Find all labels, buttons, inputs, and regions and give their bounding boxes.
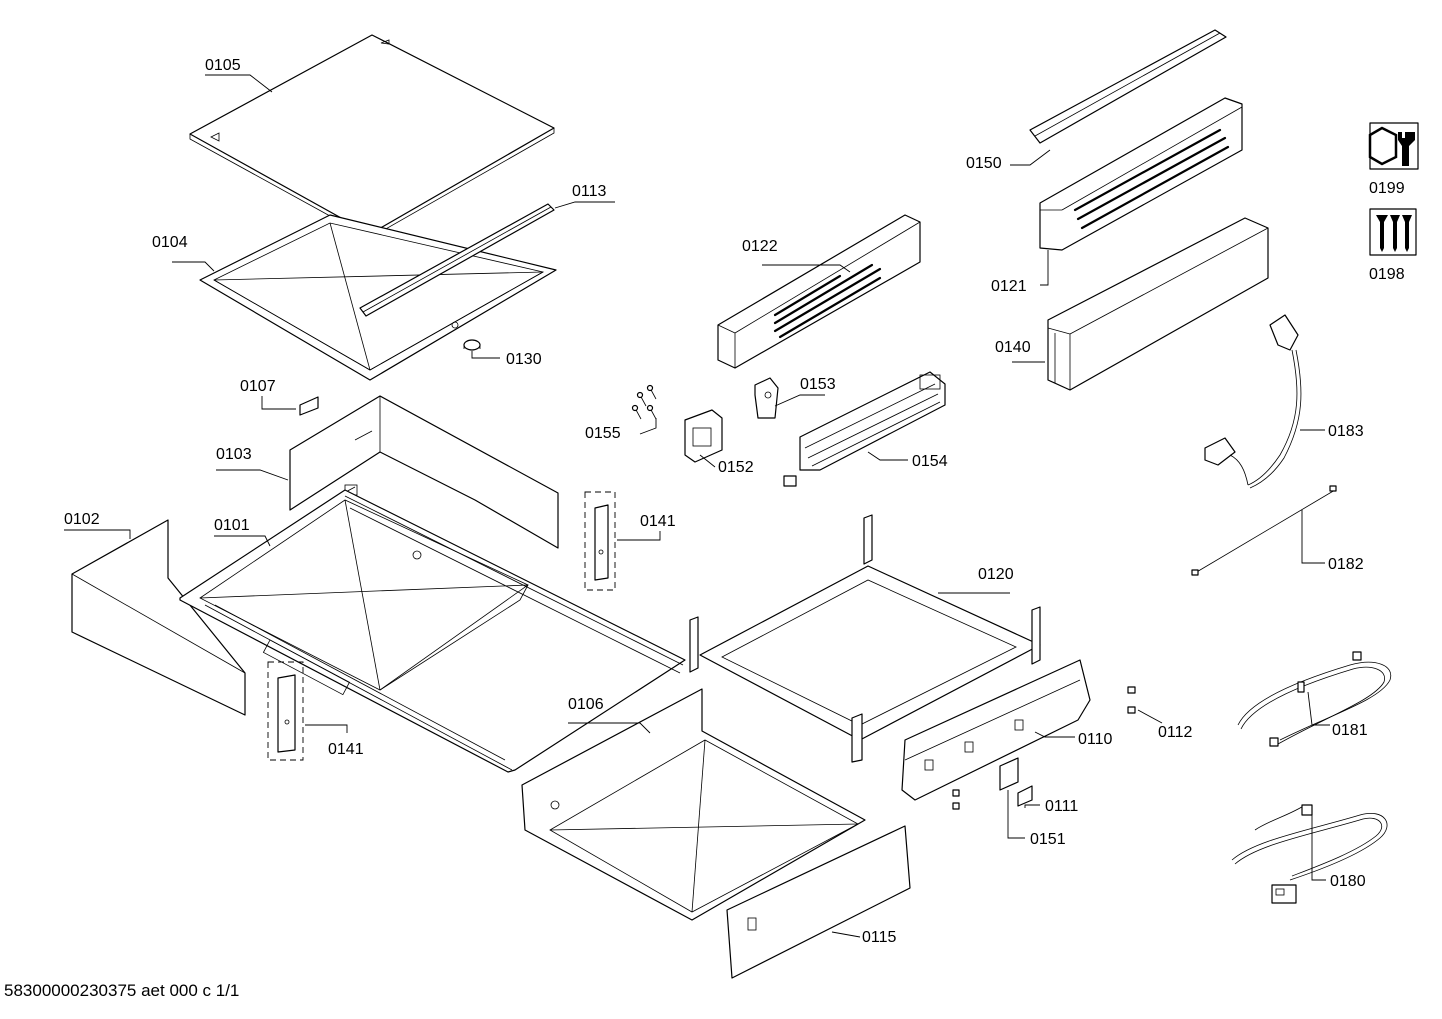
part-0153-bracket <box>754 377 779 419</box>
part-0112-clips <box>1127 686 1136 714</box>
part-0130-foot <box>463 339 481 351</box>
svg-text:0107: 0107 <box>240 378 276 395</box>
callout-0151: 0151 <box>1007 790 1066 848</box>
callout-0115: 0115 <box>831 929 897 946</box>
part-0140-front-fascia <box>1047 217 1269 391</box>
part-0106-bottom-tray <box>521 688 866 921</box>
callout-0182: 0182 <box>1301 510 1364 573</box>
callout-0130: 0130 <box>471 351 542 368</box>
callout-0112: 0112 <box>1137 709 1193 741</box>
svg-text:0141: 0141 <box>328 741 364 758</box>
callout-0140: 0140 <box>995 339 1045 363</box>
callout-0101: 0101 <box>214 517 271 547</box>
svg-text:0151: 0151 <box>1030 831 1066 848</box>
callout-0141-left: 0141 <box>305 724 364 758</box>
callout-0181: 0181 <box>1307 691 1368 739</box>
part-0181-harness <box>1237 651 1392 747</box>
svg-text:0122: 0122 <box>742 238 778 255</box>
callout-0110: 0110 <box>1034 731 1113 748</box>
callout-0106: 0106 <box>568 696 651 734</box>
part-0183-power-cord <box>1204 314 1302 489</box>
callout-0121: 0121 <box>991 250 1049 295</box>
part-0110-control-housing <box>901 659 1091 801</box>
svg-text:0141: 0141 <box>640 513 676 530</box>
callout-0154: 0154 <box>867 451 948 470</box>
part-0141-rail-cover-left <box>267 661 304 761</box>
part-0111-board <box>1017 785 1033 807</box>
svg-text:0154: 0154 <box>912 453 948 470</box>
svg-text:0104: 0104 <box>152 234 188 251</box>
svg-text:0112: 0112 <box>1158 724 1193 741</box>
callout-0199: 0199 <box>1369 180 1405 197</box>
callout-0105: 0105 <box>205 57 273 93</box>
callout-0180: 0180 <box>1311 812 1366 890</box>
svg-text:0102: 0102 <box>64 511 100 528</box>
svg-text:0105: 0105 <box>205 57 241 74</box>
callout-0141-right: 0141 <box>617 513 676 541</box>
callout-0150: 0150 <box>966 149 1051 172</box>
part-0107-bracket <box>299 396 319 416</box>
part-0115-front-panel <box>726 825 911 979</box>
part-0113-rail <box>359 203 555 317</box>
callout-0153: 0153 <box>774 376 836 407</box>
svg-text:0198: 0198 <box>1369 266 1405 283</box>
svg-text:0120: 0120 <box>978 566 1014 583</box>
part-0155-screws <box>631 384 657 420</box>
part-0154-fan <box>783 371 946 487</box>
svg-text:0113: 0113 <box>572 183 607 200</box>
part-0105-top-cover <box>189 34 555 239</box>
callout-0102: 0102 <box>64 511 131 539</box>
callout-0113: 0113 <box>554 183 615 209</box>
svg-text:0182: 0182 <box>1328 556 1364 573</box>
svg-text:0111: 0111 <box>1045 798 1078 815</box>
svg-text:0121: 0121 <box>991 278 1027 295</box>
document-footer-code: 58300000230375 aet 000 c 1/1 <box>4 981 240 1000</box>
part-0182-wire <box>1191 485 1337 576</box>
part-0121-rear-panel <box>1039 97 1243 251</box>
svg-text:0155: 0155 <box>585 425 621 442</box>
part-0102-side-panel <box>71 519 246 716</box>
callout-0183: 0183 <box>1300 423 1364 440</box>
callout-0111: 0111 <box>1024 798 1078 815</box>
part-0122-duct-cover <box>717 214 921 369</box>
part-0152-module <box>684 409 723 463</box>
svg-text:0150: 0150 <box>966 155 1002 172</box>
callout-0152: 0152 <box>699 454 754 476</box>
svg-text:0180: 0180 <box>1330 873 1366 890</box>
part-0141-rail-cover-right <box>584 491 616 591</box>
callout-0103: 0103 <box>216 446 289 481</box>
callout-0120: 0120 <box>938 566 1014 594</box>
part-0150-top-trim <box>1029 29 1227 144</box>
svg-text:0115: 0115 <box>862 929 897 946</box>
svg-text:0101: 0101 <box>214 517 250 534</box>
part-0120-inner-frame <box>689 514 1041 763</box>
svg-text:0103: 0103 <box>216 446 252 463</box>
svg-text:0106: 0106 <box>568 696 604 713</box>
callout-0104: 0104 <box>152 234 215 272</box>
part-0151-board <box>952 757 1019 810</box>
callout-0122: 0122 <box>742 238 851 273</box>
svg-text:0152: 0152 <box>718 459 754 476</box>
part-0180-harness <box>1231 804 1388 904</box>
svg-text:0183: 0183 <box>1328 423 1364 440</box>
part-0101-base-chassis <box>179 489 686 773</box>
svg-text:0130: 0130 <box>506 351 542 368</box>
callout-0107: 0107 <box>240 378 296 410</box>
callout-0198: 0198 <box>1369 266 1405 283</box>
svg-text:0153: 0153 <box>800 376 836 393</box>
screws-icon <box>1369 208 1417 256</box>
svg-text:0199: 0199 <box>1369 180 1405 197</box>
svg-text:0140: 0140 <box>995 339 1031 356</box>
svg-text:0181: 0181 <box>1332 722 1368 739</box>
callout-0155: 0155 <box>585 418 657 442</box>
svg-text:0110: 0110 <box>1078 731 1113 748</box>
service-tool-icon <box>1368 122 1419 170</box>
